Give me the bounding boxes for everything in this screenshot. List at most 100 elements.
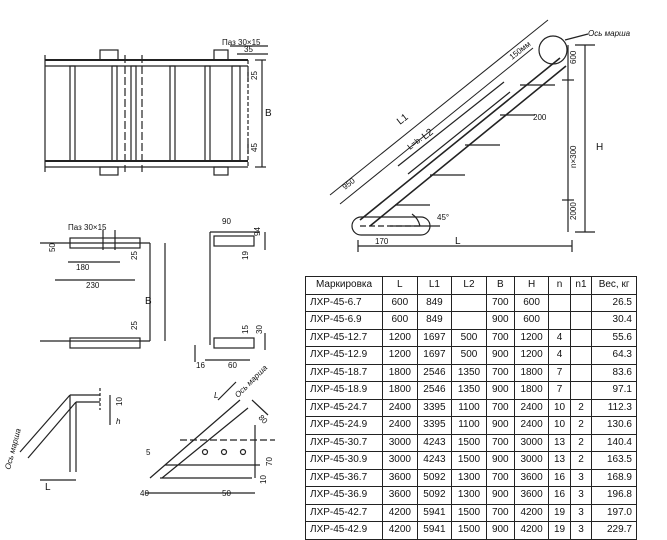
cell-l2: 500	[451, 328, 487, 347]
cell-marking: ЛХР-45-18.9	[304, 381, 384, 400]
bot-10-label: 10	[115, 397, 124, 406]
nx300-label: n×300	[569, 145, 578, 168]
top-25-label: 25	[250, 71, 259, 80]
cell-h: 600	[513, 311, 550, 330]
cell-n1	[569, 311, 593, 330]
cell-n1: 3	[569, 503, 593, 522]
cell-n1	[569, 346, 593, 365]
cell-l2: 1300	[451, 486, 487, 505]
bot-40-label: 40	[140, 489, 149, 498]
cell-l1: 4243	[416, 451, 453, 470]
cell-n: 10	[548, 398, 571, 417]
cell-l2	[451, 293, 487, 312]
plan-view	[44, 45, 268, 176]
cell-n: 10	[548, 416, 571, 435]
cell-h: 2400	[513, 416, 550, 435]
cell-l1: 1697	[416, 328, 453, 347]
cell-weight: 168.9	[591, 468, 637, 487]
cell-l1: 5092	[416, 486, 453, 505]
cell-weight: 196.8	[591, 486, 637, 505]
cell-marking: ЛХР-45-12.9	[304, 346, 384, 365]
cell-marking: ЛХР-45-42.7	[304, 503, 384, 522]
cell-h: 1800	[513, 381, 550, 400]
top-45-label: 45	[250, 143, 259, 152]
cell-n: 7	[548, 381, 571, 400]
cell-h: 4200	[513, 503, 550, 522]
cell-b: 700	[485, 398, 515, 417]
cell-b: 900	[485, 416, 515, 435]
col-marking: Маркировка	[304, 276, 384, 295]
cell-n1	[569, 328, 593, 347]
cell-n1	[569, 363, 593, 382]
col-b: B	[485, 276, 515, 295]
cell-marking: ЛХР-45-24.7	[304, 398, 384, 417]
bot-l-label: L	[45, 482, 51, 493]
top-paz-label: Паз 30×15	[222, 38, 261, 47]
cell-b: 900	[485, 486, 515, 505]
col-n1: n1	[569, 276, 593, 295]
mid-230-label: 230	[86, 281, 100, 290]
cell-l: 3600	[382, 486, 418, 505]
cell-n: 19	[548, 503, 571, 522]
d200-label: 200	[533, 113, 547, 122]
cell-n1: 2	[569, 433, 593, 452]
bot-h-label: h	[116, 417, 121, 426]
bot-os-label: Ось марша	[3, 427, 23, 471]
cell-b: 700	[485, 433, 515, 452]
d2000-label: 2000	[569, 202, 578, 220]
axis-label: Ось марша	[588, 29, 631, 38]
side-view	[329, 19, 595, 252]
cell-h: 1200	[513, 346, 550, 365]
cell-marking: ЛХР-45-24.9	[304, 416, 384, 435]
cell-weight: 130.6	[591, 416, 637, 435]
mid-94-label: 94	[253, 227, 262, 236]
rung-detail	[40, 230, 166, 349]
cell-marking: ЛХР-45-12.7	[304, 328, 384, 347]
mid-60-label: 60	[228, 361, 237, 370]
cell-b: 900	[485, 381, 515, 400]
cell-marking: ЛХР-45-36.9	[304, 486, 384, 505]
cell-l: 1200	[382, 328, 418, 347]
cell-l1: 2546	[416, 381, 453, 400]
col-n: n	[548, 276, 571, 295]
cell-n: 16	[548, 468, 571, 487]
cell-marking: ЛХР-45-42.9	[304, 521, 384, 540]
specification-table: Маркировка L L1 L2 B H n n1 Вес, кг ЛХР-…	[304, 276, 637, 540]
cell-weight: 97.1	[591, 381, 637, 400]
cell-n1	[569, 381, 593, 400]
cell-l: 1800	[382, 363, 418, 382]
deg45-label: 45°	[437, 213, 449, 222]
cell-weight: 55.6	[591, 328, 637, 347]
cell-h: 1200	[513, 328, 550, 347]
mid-25b-label: 25	[130, 321, 139, 330]
bot-10b-label: 10	[259, 475, 268, 484]
cell-l2	[451, 311, 487, 330]
cell-l2: 1100	[451, 416, 487, 435]
h-label: H	[596, 142, 603, 153]
cell-l1: 5092	[416, 468, 453, 487]
cell-l: 3000	[382, 451, 418, 470]
cell-l2: 1500	[451, 521, 487, 540]
cell-h: 3000	[513, 451, 550, 470]
cell-marking: ЛХР-45-36.7	[304, 468, 384, 487]
cell-b: 900	[485, 311, 515, 330]
cell-weight: 26.5	[591, 293, 637, 312]
mid-50-label: 50	[48, 243, 57, 252]
cell-l1: 5941	[416, 503, 453, 522]
mid-30-label: 30	[255, 325, 264, 334]
cell-h: 2400	[513, 398, 550, 417]
cell-h: 3600	[513, 486, 550, 505]
cell-l: 2400	[382, 398, 418, 417]
cell-b: 900	[485, 451, 515, 470]
cell-n1	[569, 293, 593, 312]
bot-5-label: 5	[146, 448, 151, 457]
